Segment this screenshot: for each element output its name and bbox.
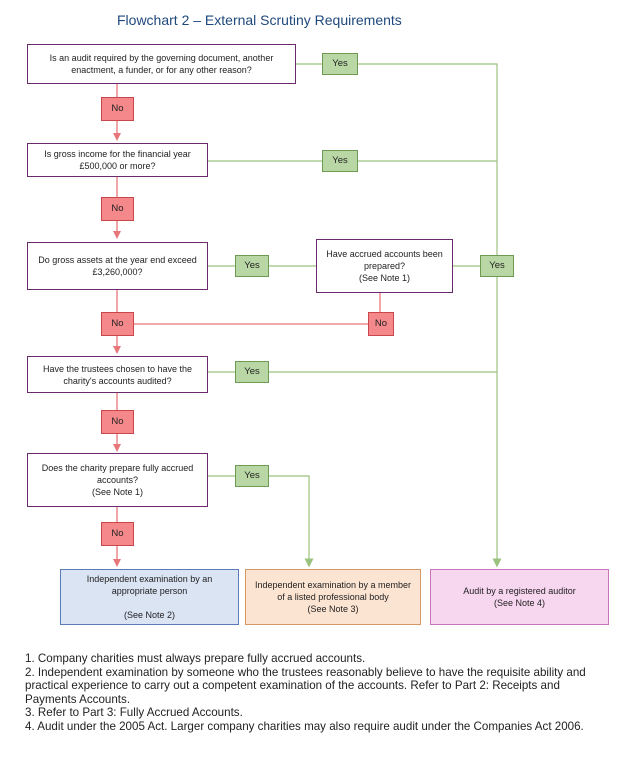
no-label-q3b: No xyxy=(368,312,394,336)
yes-label-q4: Yes xyxy=(235,361,269,383)
no-label-q4: No xyxy=(101,410,134,434)
note-3: 3. Refer to Part 3: Fully Accrued Accoun… xyxy=(25,706,243,720)
question-gross-assets-text: Do gross assets at the year end exceed £… xyxy=(38,255,197,277)
question-trustees-chosen: Have the trustees chosen to have the cha… xyxy=(27,356,208,393)
yes-line-audit-trunk xyxy=(358,63,502,568)
question-audit-required: Is an audit required by the governing do… xyxy=(27,44,296,84)
question-trustees-chosen-text: Have the trustees chosen to have the cha… xyxy=(42,363,193,386)
question-fully-accrued-text: Does the charity prepare fully accrued a… xyxy=(41,463,194,497)
question-accrued-prepared: Have accrued accounts been prepared? (Se… xyxy=(316,239,453,293)
no-label-q2: No xyxy=(101,197,134,221)
question-audit-required-text: Is an audit required by the governing do… xyxy=(49,53,274,75)
note-4: 4. Audit under the 2005 Act. Larger comp… xyxy=(25,719,584,733)
page-title: Flowchart 2 – External Scrutiny Requirem… xyxy=(117,12,402,28)
no-label-q3: No xyxy=(101,312,134,336)
yes-label-q2: Yes xyxy=(322,150,358,172)
note-2: 2. Independent examination by someone wh… xyxy=(25,665,586,706)
question-fully-accrued: Does the charity prepare fully accrued a… xyxy=(27,453,208,507)
note-1: 1. Company charities must always prepare… xyxy=(25,652,366,665)
outcome-registered-auditor-text: Audit by a registered auditor (See Note … xyxy=(463,586,576,608)
notes-section: 1. Company charities must always prepare… xyxy=(25,652,605,734)
yes-label-q5: Yes xyxy=(235,465,269,487)
outcome-registered-auditor: Audit by a registered auditor (See Note … xyxy=(430,569,609,625)
outcome-independent-examination-text: Independent examination by an appropriat… xyxy=(86,574,213,620)
yes-label-q1: Yes xyxy=(322,53,358,75)
question-gross-assets: Do gross assets at the year end exceed £… xyxy=(27,242,208,290)
outcome-professional-examination-text: Independent examination by a member of a… xyxy=(254,580,412,614)
no-label-q1: No xyxy=(101,97,134,121)
question-gross-income-text: Is gross income for the financial year £… xyxy=(44,149,191,171)
question-gross-income: Is gross income for the financial year £… xyxy=(27,143,208,177)
yes-line-professional xyxy=(269,475,314,568)
outcome-professional-examination: Independent examination by a member of a… xyxy=(245,569,421,625)
outcome-independent-examination: Independent examination by an appropriat… xyxy=(60,569,239,625)
question-accrued-prepared-text: Have accrued accounts been prepared? (Se… xyxy=(326,249,443,283)
no-label-q5: No xyxy=(101,522,134,546)
yes-label-q3: Yes xyxy=(235,255,269,277)
yes-label-q3b: Yes xyxy=(480,255,514,277)
